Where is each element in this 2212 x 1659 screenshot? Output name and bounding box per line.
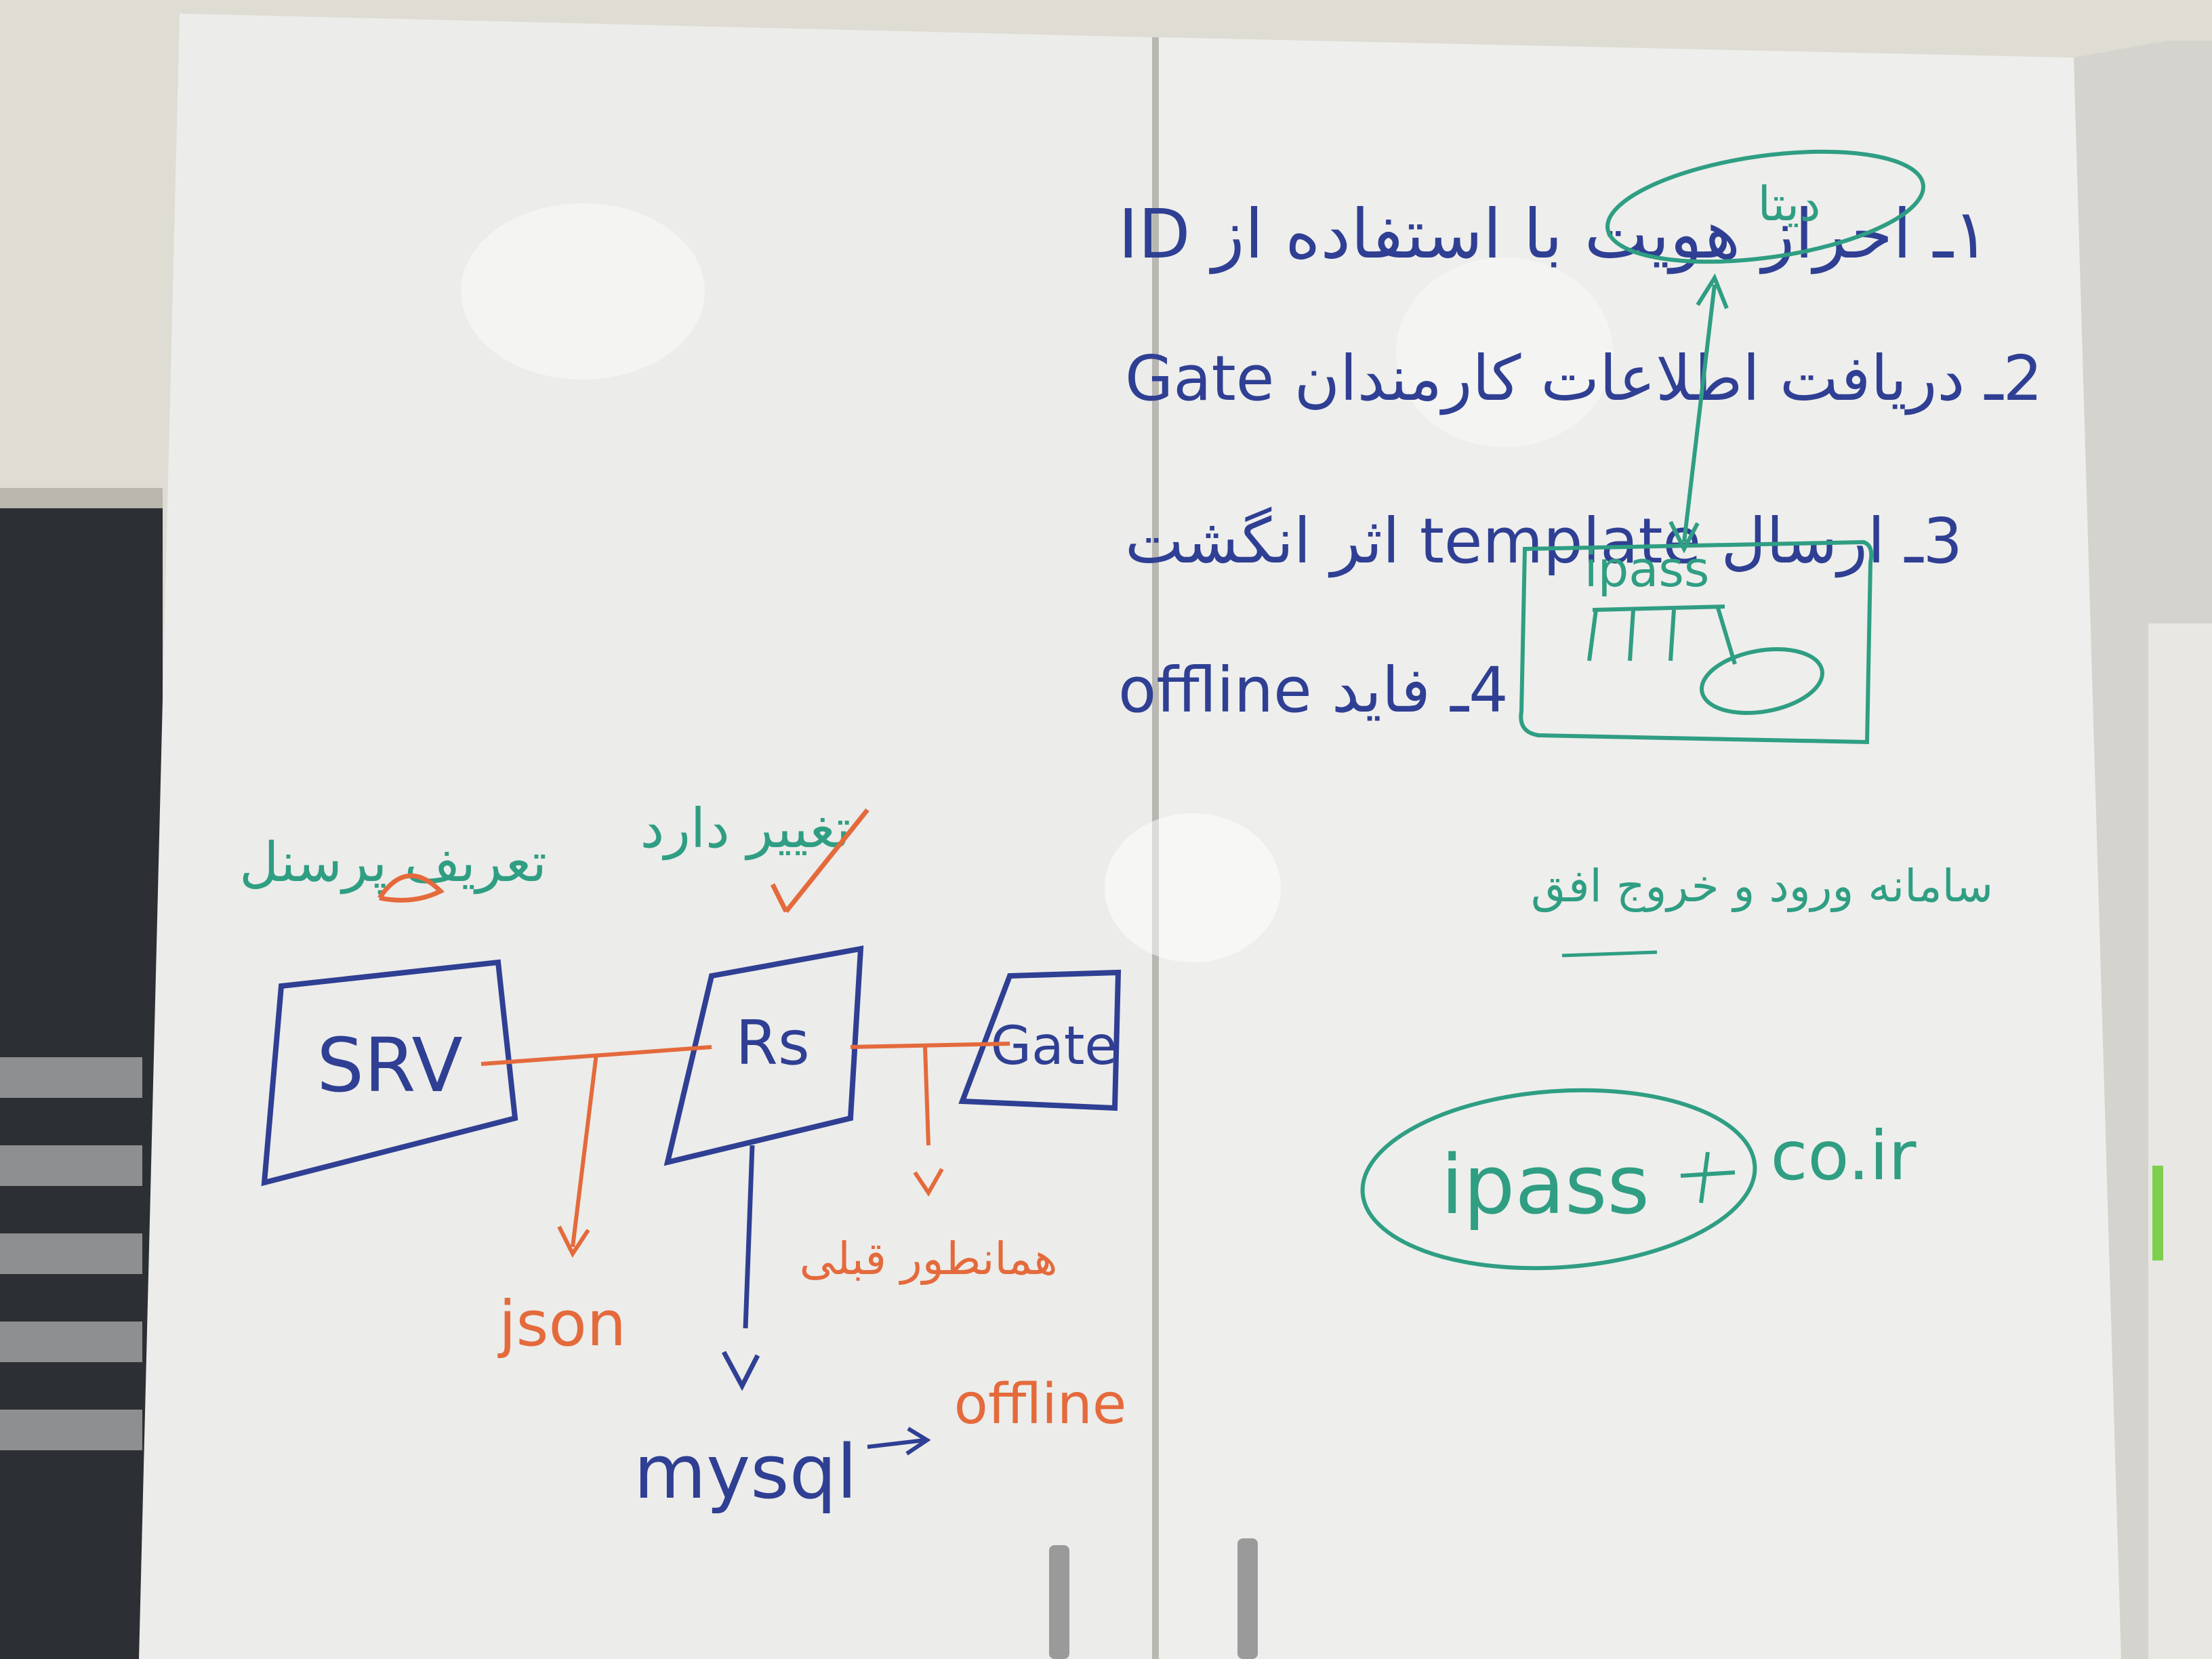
ipass-device [1519,539,1874,745]
left-whiteboard [139,14,1152,1659]
mysql-label: mysql [634,1429,857,1515]
srv-box [261,959,518,1187]
alpha-mark [377,873,445,903]
gate-label: Gate [991,1016,1118,1077]
window-blinds [0,1057,142,1450]
same-as-before-label: همانطور قبلی [800,1233,1058,1285]
gate-box [958,969,1122,1111]
keypad-icon [1587,605,1737,665]
underline [1561,950,1658,958]
green-tape [2152,1166,2163,1261]
note-changes: تغییر دارد [640,797,851,861]
bidirectional-arrow [1682,284,1717,543]
glare-spot [1105,813,1281,962]
check-mark [770,808,869,914]
arrow-head-up [1696,273,1729,310]
mysql-arrow-head [721,1351,760,1391]
domain-ipass: ipass [1441,1139,1650,1233]
window-frame [0,488,163,508]
rs-label: Rs [735,1008,809,1079]
data-oval [1605,149,1925,264]
list-item-4: 4ـ فاید offline [1118,654,1509,726]
json-arrow-head [557,1225,590,1258]
fingerprint-sensor-icon [1700,647,1824,715]
glare-spot [1396,258,1613,447]
dash-mark [1680,1151,1736,1204]
cabinet-panel [2148,623,2212,1659]
cabinet-handle-right [1237,1538,1258,1659]
json-arrow [571,1053,598,1248]
json-label: json [497,1288,626,1360]
arrow-head-down [1668,520,1700,554]
right-whiteboard [1159,37,2121,1659]
gate-arrow-head [913,1168,944,1197]
cabinet-handle-left [1049,1545,1069,1659]
data-oval-label: دیتا [1757,176,1820,232]
list-item-2: 2ـ دریافت اطلاعات کارمندان Gate [1125,342,2043,415]
domain-suffix: co.ir [1770,1116,1917,1195]
rs-box [663,945,864,1166]
domain-oval [1360,1088,1757,1271]
srv-label: SRV [316,1022,463,1109]
ipass-device-label: ipass [1584,541,1710,598]
glare-spot [461,203,705,380]
mysql-arrow [743,1145,755,1329]
offline-label: offline [954,1372,1127,1437]
system-phrase: سامانه ورود و خروج افق [1531,860,1993,913]
numbered-list: ۱ـ احراز هویت با استفاده از ID 2ـ دریافت… [1118,194,2043,726]
list-item-1: ۱ـ احراز هویت با استفاده از ID [1118,194,1990,274]
gate-arrow [923,1046,930,1146]
rs-gate-link [850,1042,1010,1049]
offline-arrow [867,1427,931,1456]
